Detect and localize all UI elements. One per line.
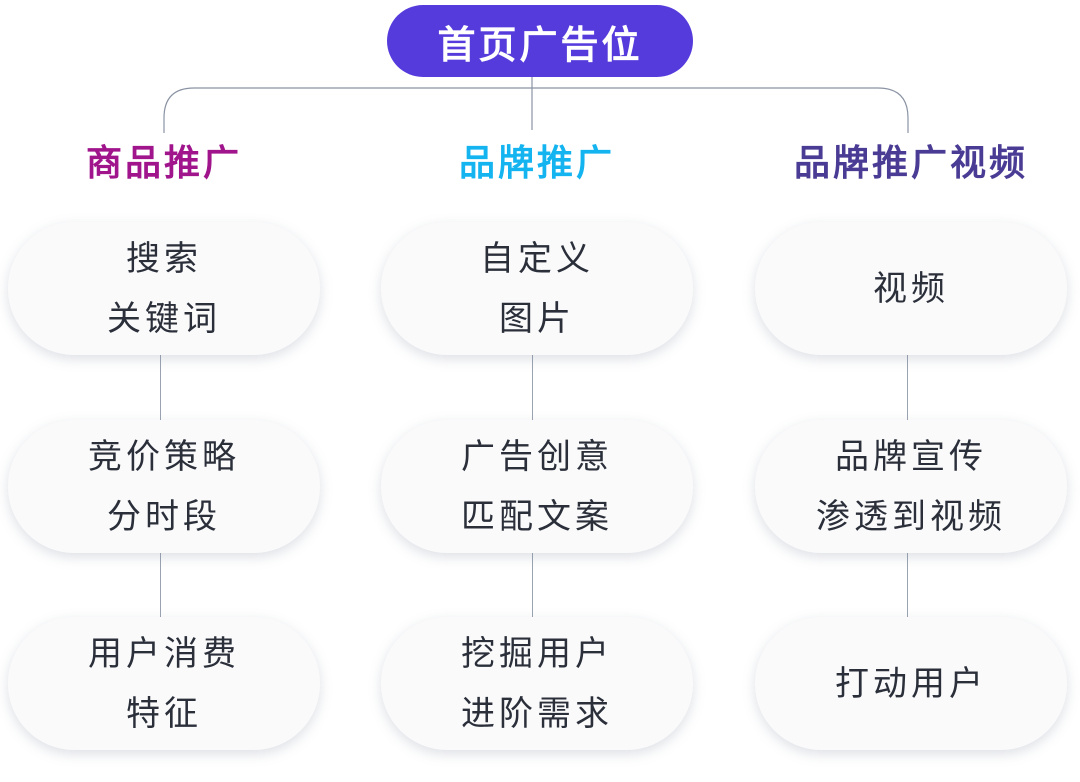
node-card: 用户消费特征	[8, 617, 320, 750]
node-text: 图片	[499, 298, 575, 339]
node-text: 视频	[873, 268, 949, 309]
connector-line	[532, 355, 533, 420]
node-text: 品牌宣传	[835, 436, 987, 477]
node-card: 自定义图片	[381, 222, 693, 355]
node-text: 打动用户	[835, 663, 987, 704]
column-heading: 商品推广	[85, 143, 242, 184]
node-text: 进阶需求	[461, 693, 613, 734]
node-text: 搜索	[126, 238, 202, 279]
connector-line	[160, 355, 161, 420]
node-text: 匹配文案	[461, 496, 613, 537]
node-text: 分时段	[107, 496, 221, 537]
connector-line	[532, 553, 533, 617]
connector-line	[160, 553, 161, 617]
node-text: 用户消费	[88, 633, 240, 674]
root-node: 首页广告位	[387, 5, 693, 77]
node-text: 渗透到视频	[816, 496, 1006, 537]
node-text: 特征	[126, 693, 202, 734]
node-card: 品牌宣传渗透到视频	[755, 420, 1067, 553]
node-text: 竞价策略	[88, 436, 240, 477]
node-card: 竞价策略分时段	[8, 420, 320, 553]
connector-line	[907, 355, 908, 420]
node-card: 广告创意匹配文案	[381, 420, 693, 553]
node-card: 搜索关键词	[8, 222, 320, 355]
column-heading: 品牌推广视频	[793, 143, 1028, 184]
column-heading: 品牌推广	[458, 143, 615, 184]
connector-line	[907, 553, 908, 617]
node-card: 挖掘用户进阶需求	[381, 617, 693, 750]
node-text: 挖掘用户	[461, 633, 613, 674]
node-card: 视频	[755, 222, 1067, 355]
node-text: 自定义	[480, 238, 594, 279]
node-card: 打动用户	[755, 617, 1067, 750]
node-text: 广告创意	[461, 436, 613, 477]
node-text: 关键词	[107, 298, 221, 339]
